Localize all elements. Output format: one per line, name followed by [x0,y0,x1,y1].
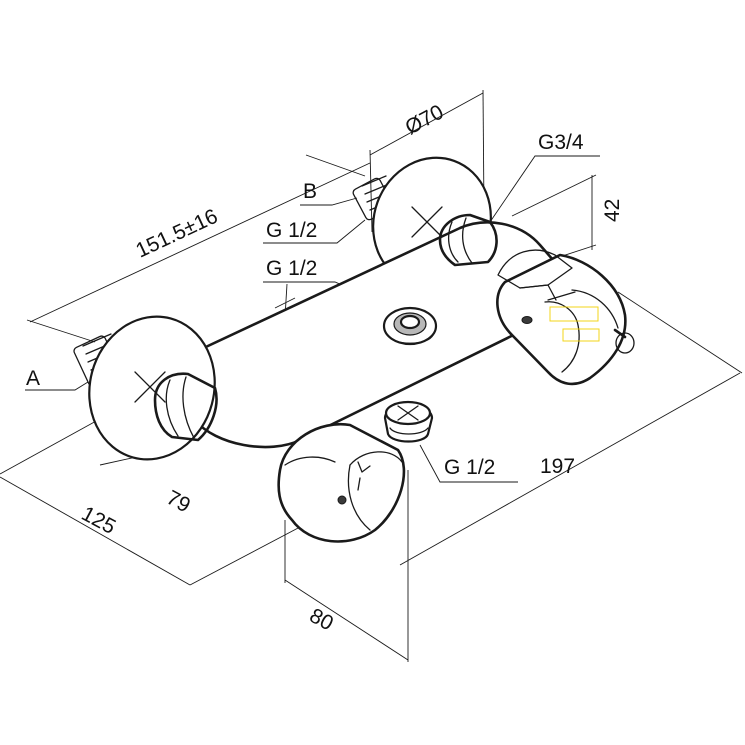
label-connection-b: B [303,180,317,203]
bottom-outlet [383,400,434,443]
thermostat-handle [496,249,635,386]
label-thread-bottom-outlet: G 1/2 [444,456,495,479]
label-flange-diameter: Ø70 [402,100,448,139]
top-outlet [382,306,438,346]
label-depth-handle: 80 [306,604,337,635]
label-thread-top-outlet: G 1/2 [266,257,317,280]
label-connection-a: A [26,367,40,390]
right-coupling-nut [438,213,498,267]
label-height-right: 42 [601,199,624,222]
label-thread-b: G 1/2 [266,219,317,242]
label-depth-wall: 79 [163,486,194,517]
label-overall-length: 197 [540,455,575,478]
label-inlet-spacing: 151.5±16 [132,205,221,263]
left-coupling-nut [153,372,218,442]
front-wall-flange [73,315,216,461]
flow-handle [277,422,406,543]
mixer-body [172,221,568,449]
label-thread-right: G3/4 [538,131,584,154]
label-depth-total: 125 [78,502,120,539]
